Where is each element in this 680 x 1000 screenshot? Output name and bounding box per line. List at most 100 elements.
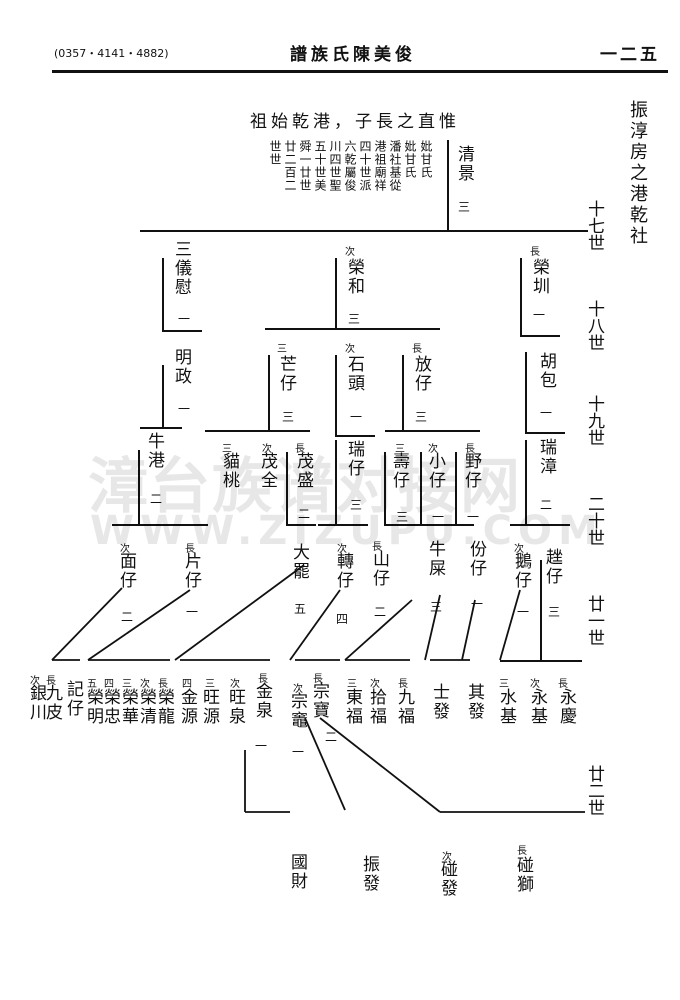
person-name: 榮和: [344, 258, 364, 296]
gen-label-17: 十七世: [584, 200, 604, 251]
person-name: 金泉: [252, 682, 272, 720]
order: 二: [325, 730, 338, 744]
founder-note-block: 妣甘氏 潘社基從 港祖廟祥 四十世派 六乾屬俊 川四世聖 五十世美 舜一廿世 廿…: [268, 140, 417, 192]
tree-line: [138, 450, 140, 524]
tree-line: [525, 432, 565, 434]
person-name: 碰獅: [513, 856, 533, 894]
order: 二: [374, 605, 387, 619]
person-name: 壽仔: [389, 452, 409, 490]
person-name: 胡包: [536, 352, 556, 390]
person-name: 旺源: [199, 688, 219, 726]
person-name: 放仔: [411, 355, 431, 393]
rank: 四: [104, 679, 114, 690]
person-name: 國財: [287, 853, 307, 891]
founder-order: 三: [458, 200, 471, 214]
order: 一: [186, 605, 199, 619]
rank: 長: [465, 444, 475, 455]
person-name: 份仔: [466, 540, 486, 578]
rank: 三: [122, 679, 132, 690]
person-name: 牛港: [144, 432, 164, 470]
person-name: 榮圳: [529, 258, 549, 296]
person-name: 石頭: [344, 355, 364, 393]
tree-line: [385, 430, 480, 432]
rank: 三: [222, 444, 232, 455]
order: 一: [467, 510, 480, 524]
person-name: 瑞漳: [536, 438, 556, 476]
rank: 次: [530, 679, 540, 690]
order: 三: [350, 498, 363, 512]
order: 四: [336, 612, 349, 626]
person-name: 其發: [464, 683, 484, 721]
gen-label-20: 二十世: [584, 495, 604, 546]
rank: 次: [230, 679, 240, 690]
rank: 長: [398, 679, 408, 690]
phone-code: (0357・4141・4882): [54, 47, 169, 60]
rank: 五: [87, 679, 97, 690]
tree-line: [525, 352, 527, 432]
order: 三: [282, 410, 295, 424]
person-name: 瑞仔: [344, 440, 364, 478]
person-name: 永慶: [556, 688, 576, 726]
rank: 長: [295, 444, 305, 455]
tree-line: [268, 355, 270, 430]
rank: 長: [517, 846, 527, 857]
rank: 長: [158, 679, 168, 690]
rank: 長: [46, 676, 56, 687]
tree-line: [540, 560, 542, 662]
order: 一: [255, 739, 268, 753]
gen-label-22: 廿二世: [584, 765, 604, 816]
rank: 次: [30, 676, 40, 687]
person-name: 銀川: [26, 684, 46, 722]
person-name: 水基: [496, 688, 516, 726]
rank: 三: [499, 679, 509, 690]
rank: 長: [412, 344, 422, 355]
person-name: 九皮: [42, 684, 62, 722]
tree-line: [286, 524, 316, 526]
tree-line: [162, 258, 164, 330]
order: 五: [294, 602, 307, 616]
person-name: 片仔: [181, 552, 201, 590]
rank: 四: [182, 679, 192, 690]
rank: 三: [277, 344, 287, 355]
tree-line: [112, 524, 208, 526]
person-name: 三儀慰: [171, 240, 191, 297]
order: 一: [540, 406, 553, 420]
rank: 次: [293, 684, 303, 695]
tree-line: [140, 427, 182, 429]
tree-line: [205, 430, 310, 432]
rank: 次: [442, 852, 452, 863]
person-name: 拾福: [366, 688, 386, 726]
watermark-chinese: 漳台族谱对接网: [88, 452, 522, 522]
rank: 次: [370, 679, 380, 690]
person-name: 九福: [394, 688, 414, 726]
tree-line: [335, 355, 337, 435]
gen-label-21: 廿一世: [584, 595, 604, 646]
person-name: 宗寶: [309, 682, 329, 720]
order: 一: [533, 308, 546, 322]
side-title: 振淳房之港乾社: [627, 100, 648, 247]
person-name: 鵝仔: [511, 552, 531, 590]
header-rule: [52, 70, 668, 73]
order: 三: [396, 510, 409, 524]
order: 一: [517, 605, 530, 619]
person-name: 面仔: [116, 552, 136, 590]
person-name: 榮忠: [100, 688, 120, 726]
founder-note: 妣甘氏: [419, 140, 433, 179]
person-name: 榮華: [118, 688, 138, 726]
person-name: 貓桃: [219, 452, 239, 490]
tree-line: [335, 440, 337, 524]
tree-line: [162, 365, 164, 427]
rank: 長: [185, 544, 195, 555]
rank: 三: [395, 444, 405, 455]
gen17-bar: [140, 230, 588, 232]
person-name: 芒仔: [276, 355, 296, 393]
order: 二: [298, 507, 311, 521]
order: 三: [348, 312, 361, 326]
person-name: 旺泉: [225, 688, 245, 726]
rank: 次: [428, 444, 438, 455]
person-name: 榮明: [83, 688, 103, 726]
tree-line: [402, 355, 404, 430]
tree-line: [384, 452, 386, 524]
rank: 次: [514, 544, 524, 555]
intro-text: 祖始乾港，子長之直惟: [250, 112, 460, 132]
